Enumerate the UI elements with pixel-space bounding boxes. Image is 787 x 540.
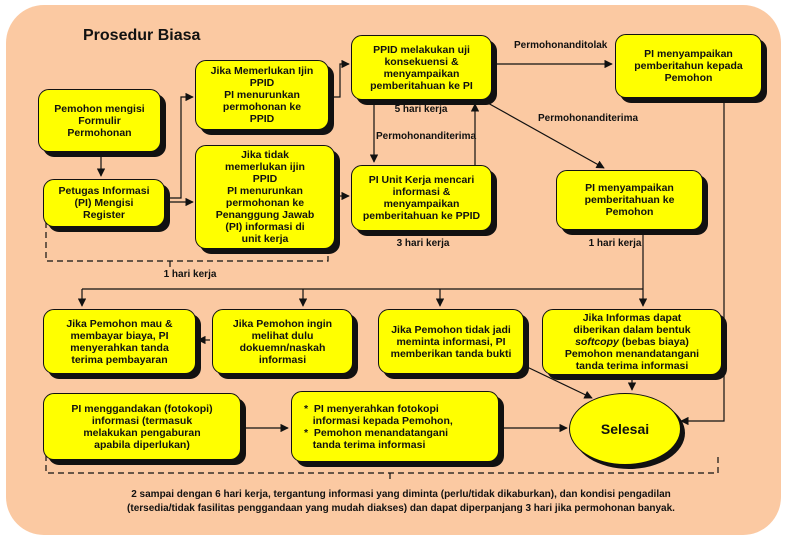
text-line: PI menggandakan (fotokopi) xyxy=(71,402,213,415)
text-line: informasi (termasuk xyxy=(91,414,193,427)
text-line: memerlukan ijin xyxy=(225,161,305,173)
text-line: menyampaikan xyxy=(383,198,460,210)
text-line: Pemohon menandatangani xyxy=(564,348,700,360)
text-line: membayar biaya, PI xyxy=(70,329,169,342)
text-line: PI menurunkan xyxy=(227,185,303,197)
text-line: apabila diperlukan) xyxy=(94,438,190,451)
text-line: pemberitahuan ke PI xyxy=(370,79,473,92)
label-1-hari-kerja-left: 1 hari kerja xyxy=(163,269,217,280)
box-fotokopi: PI menggandakan (fotokopi)informasi (ter… xyxy=(43,393,241,460)
text-line: memberikan tanda bukti xyxy=(390,347,512,360)
text-line: Jika Pemohon tidak jadi xyxy=(391,323,511,336)
text-line: Pemohon mengisi xyxy=(54,102,145,115)
arrow-ijin-ppid xyxy=(330,59,350,98)
text-line: PPID xyxy=(252,173,278,185)
bracket-1-hari-kerja-left xyxy=(45,222,329,262)
text-line: Penanggung Jawab xyxy=(215,209,315,221)
text-line: dokuemn/naskah xyxy=(239,341,326,354)
label-5-hari-kerja: 5 hari kerja xyxy=(394,104,448,115)
text-line: Petugas Informasi xyxy=(58,185,150,197)
text-line: informasi & xyxy=(392,186,451,198)
text-line: Jika Pemohon mau & xyxy=(66,317,173,330)
arrow-petugas-ijin xyxy=(166,92,194,199)
label-permohonan-diterima-mid: Permohonanditerima xyxy=(376,131,476,143)
footer-line: (tersedia/tidak fasilitas penggandaan ya… xyxy=(127,503,675,514)
bracket-footer xyxy=(45,455,719,474)
text-line: Permohonan xyxy=(514,40,576,51)
label-permohonan-diterima-right: Permohonanditerima xyxy=(538,113,638,125)
text-line: permohonan ke xyxy=(225,197,305,209)
text-line: informasi xyxy=(258,353,307,366)
text-line: PI menurunkan xyxy=(224,89,300,101)
text-line: melakukan pengaburan xyxy=(83,426,201,439)
text-line: permohonan ke xyxy=(222,101,302,113)
text-line: menyerahkan tanda xyxy=(70,341,169,354)
text-line: Permohonan xyxy=(376,131,438,142)
text-line: ditolak xyxy=(575,40,608,51)
text-line: PI Unit Kerja mencari xyxy=(368,174,475,186)
footer-note: 2 sampai dengan 6 hari kerja, tergantung… xyxy=(56,488,746,516)
text-line: diterima xyxy=(599,113,639,124)
text-line: (PI) informasi di xyxy=(225,221,305,233)
label-permohonan-ditolak: Permohonanditolak xyxy=(514,40,608,52)
oval-selesai: Selesai xyxy=(569,393,681,465)
arrow-tidak-jadi-selesai xyxy=(524,365,593,399)
text-line: Pemohon xyxy=(605,206,654,218)
text-line: Register xyxy=(82,209,125,221)
text-line: PI menyampaikan xyxy=(585,182,674,194)
text-line: PPID xyxy=(249,77,275,89)
text-line: menyampaikan xyxy=(383,67,460,80)
text-line: PPID xyxy=(249,113,275,125)
text-line: konsekuensi & xyxy=(384,55,459,68)
text-line: * Pemohon menandatangani xyxy=(304,426,449,439)
text-line: melihat dulu xyxy=(251,329,314,342)
text-line: pemberitahuan ke PPID xyxy=(362,210,481,222)
text-line: * PI menyerahkan fotokopi xyxy=(304,402,439,415)
text-line: PI menyampaikan xyxy=(644,48,733,60)
text-line: pemberitahun kepada xyxy=(634,60,743,72)
text-line: meminta informasi, PI xyxy=(396,335,506,348)
text-line: tanda terima informasi xyxy=(575,360,689,372)
text-line: softcopy (bebas biaya) xyxy=(575,336,689,348)
text-line: unit kerja xyxy=(241,233,289,245)
text-line: Jika Memerlukan Ijin xyxy=(210,65,314,77)
label-1-hari-kerja-right: 1 hari kerja xyxy=(588,238,642,249)
text-line: terima pembayaran xyxy=(71,353,168,366)
text-line: Jika Pemohon ingin xyxy=(232,317,333,330)
text-line: Pemohon xyxy=(664,72,713,84)
box-serah-terima: * PI menyerahkan fotokopi informasi kepa… xyxy=(291,391,499,462)
text-line: Formulir xyxy=(78,114,121,127)
text-line: Jika tidak xyxy=(241,149,289,161)
text-line: Permohonan xyxy=(538,113,600,124)
text-line: diberikan dalam bentuk xyxy=(573,324,691,336)
text-line: Jika Informas dapat xyxy=(582,312,682,324)
text-line: tanda terima informasi xyxy=(304,438,426,451)
text-line: (PI) Mengisi xyxy=(74,197,134,209)
label-3-hari-kerja: 3 hari kerja xyxy=(396,238,450,249)
text-line: Permohonan xyxy=(67,126,132,139)
text-line: PPID melakukan uji xyxy=(373,43,470,56)
text-line: informasi kepada Pemohon, xyxy=(304,414,453,427)
diagram-title: Prosedur Biasa xyxy=(83,27,201,44)
arrow-ppid-terima xyxy=(485,101,605,169)
arrow-tolak-selesai xyxy=(680,99,725,426)
text-line: diterima xyxy=(437,131,477,142)
text-line: pemberitahuan ke xyxy=(584,194,675,206)
footer-line: 2 sampai dengan 6 hari kerja, tergantung… xyxy=(131,489,671,500)
